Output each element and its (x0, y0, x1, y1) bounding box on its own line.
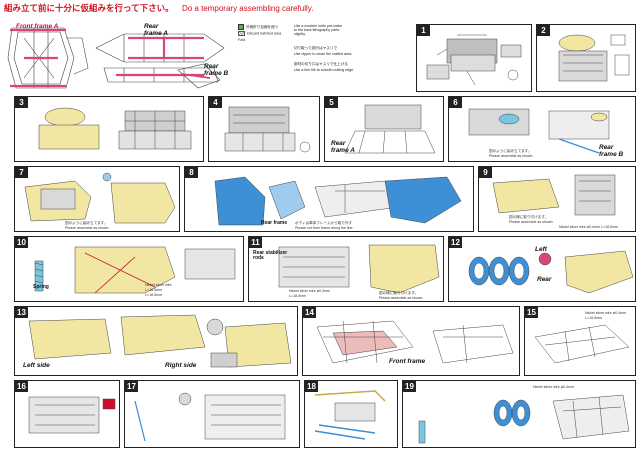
legend-line-3: 切り取った部分はヤスリで (294, 46, 338, 50)
note-length: L=18.5mm (289, 294, 307, 298)
frames-overview-panel: Front frame A Rear frame A Rear frame B (4, 18, 234, 92)
note-wire: Nickel silver wire ø0.4mm (533, 385, 574, 389)
spring-label: Spring (33, 284, 49, 290)
frames-illustration (7, 27, 225, 89)
note-jp: ボディは車体フレームから取り外す (295, 221, 353, 225)
left-side-label: Left side (23, 362, 50, 369)
step-number: 6 (449, 97, 462, 108)
note-en: Please cut from frame along the line. (295, 226, 354, 230)
rear-label: Rear (537, 276, 552, 283)
step-panel-2: 2 (536, 24, 636, 92)
hatch-icon (238, 31, 245, 36)
front-frame-a-label: Front frame A (16, 23, 59, 30)
legend-title: 外側折り目線を使う (246, 24, 279, 29)
header-title-en: Do a temporary assembling carefully. (181, 4, 314, 13)
step-panel-4: 4 (208, 96, 320, 162)
step-number: 10 (15, 237, 28, 248)
step-number: 14 (303, 307, 316, 318)
step-number: 13 (15, 307, 28, 318)
left-label: Left (535, 246, 547, 253)
rear-frame-a-label: Rear frame A (144, 23, 168, 37)
note-jp: 図のように組み立てます。 (65, 221, 108, 225)
step-panel-17: 17 (124, 380, 300, 448)
step-panel-9: 9 図の様に取り付けます。 Please assemble as shown. … (478, 166, 636, 232)
step-number: 7 (15, 167, 28, 178)
step-number: 4 (209, 97, 222, 108)
step-number: 3 (15, 97, 28, 108)
step-panel-19: 19 Nickel silver wire ø0.4mm (402, 380, 636, 448)
note-en: Please assemble as shown. (379, 296, 424, 300)
step-panel-11: 11 Rear stabilizer rods Nickel silver wi… (248, 236, 444, 302)
step-number: 2 (537, 25, 550, 36)
step-panel-13: 13 Left side Right side (14, 306, 298, 376)
step-number: 15 (525, 307, 538, 318)
step-panel-16: 16 (14, 380, 120, 448)
note-length-1: L=18.5mm (145, 288, 163, 292)
note-length: L=15.5mm (585, 316, 603, 320)
step-panel-5: 5 Rear frame A (324, 96, 444, 162)
step-number: 18 (305, 381, 318, 392)
note-jp: 図のように組み立てます。 (489, 149, 532, 153)
note-wire: Nickel silver wire ø0.3mm (289, 289, 330, 293)
legend-line-4: Use nipper to clean the crafted area. (294, 52, 353, 56)
front-frame-label: Front frame (389, 358, 426, 365)
step-panel-7: 7 図のように組み立てます。 Please assemble as shown. (14, 166, 180, 232)
step-number: 11 (249, 237, 262, 248)
legend-line-0: Discard hatched area (247, 31, 282, 36)
note-length-2: L=18.5mm (145, 293, 163, 297)
legend-line-6: Use a fine file to smooth cutting edge. (294, 68, 355, 72)
step-number: 12 (449, 237, 462, 248)
step-panel-15: 15 Nickel silver wire ø0.4mm L=15.5mm (524, 306, 636, 376)
note-wire: Nickel silver wire ø0.4mm L=18.5mm (559, 225, 619, 229)
step-panel-18: 18 (304, 380, 398, 448)
step-number: 16 (15, 381, 28, 392)
step-panel-8: 8 Rear frame ボディは車体フレームから取り外す Please cut… (184, 166, 474, 232)
step-panel-14: 14 Front frame (302, 306, 520, 376)
step-number: 8 (185, 167, 198, 178)
right-side-label: Right side (165, 362, 197, 369)
step-number: 17 (125, 381, 138, 392)
step-number: 19 (403, 381, 416, 392)
header-title-jp: 組み立て前に十分に仮組みを行って下さい。 (4, 3, 174, 13)
green-box-icon (238, 24, 244, 30)
note-jp: 図の様に取り付けます。 (379, 291, 419, 295)
rear-frame-label: Rear frame (261, 220, 288, 226)
step-number: 5 (325, 97, 338, 108)
note-wire: Nickel silver wire (145, 283, 172, 287)
note-en: Please assemble as shown. (489, 154, 534, 158)
step-panel-6: 6 Rear frame B 図のように組み立てます。 Please assem… (448, 96, 636, 162)
step-panel-12: 12 Left Rear (448, 236, 636, 302)
note-en: Please assemble as shown. (509, 220, 554, 224)
note-en: Please assemble as shown. (65, 226, 110, 230)
step-panel-10: 10 Spring Nickel silver wire L=18.5mm L=… (14, 236, 244, 302)
rear-frame-a-label: Rear frame A (331, 140, 355, 154)
legend-box: 外側折り目線を使う Discard hatched area Fold Use … (238, 24, 354, 90)
note-jp: 図の様に取り付けます。 (509, 215, 549, 219)
legend-line-5: 部材の切り口はヤスリで仕上げる (294, 62, 348, 66)
legend-line-2: Use a modeler knife pre-make to the back… (294, 24, 343, 36)
step-number: 9 (479, 167, 492, 178)
step-panel-3: 3 (14, 96, 204, 162)
note-wire: Nickel silver wire ø0.4mm (585, 311, 626, 315)
rear-frame-b-label: Rear frame B (204, 63, 229, 77)
rear-frame-b-label: Rear frame B (599, 144, 624, 158)
rear-stabilizer-label: Rear stabilizer rods (253, 250, 288, 262)
step-panel-1: 1 (416, 24, 532, 92)
legend-line-1: Fold (238, 38, 245, 42)
page-header: 組み立て前に十分に仮組みを行って下さい。 Do a temporary asse… (4, 2, 313, 14)
step-number: 1 (417, 25, 430, 36)
